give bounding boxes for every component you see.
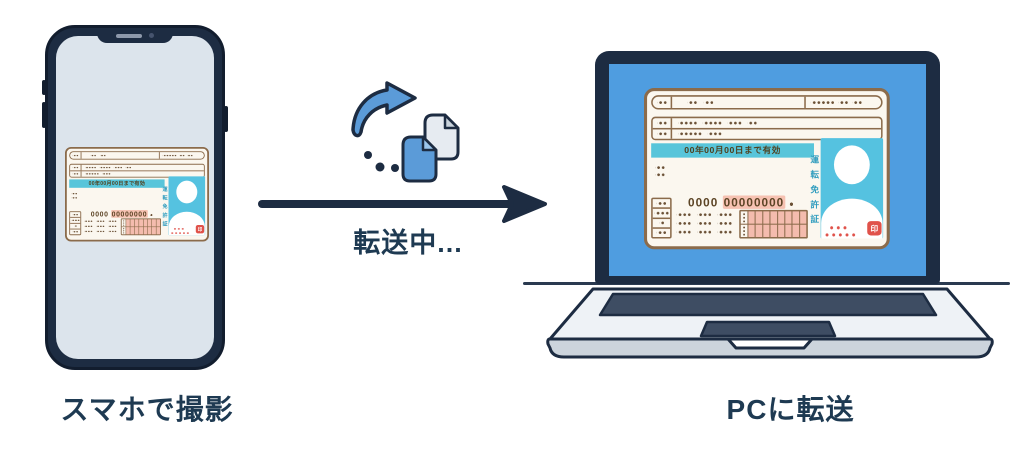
- card-address-label-box: [70, 164, 82, 171]
- transfer-files-icon: [351, 81, 460, 183]
- transfer-status-label: 転送中...: [353, 228, 463, 258]
- label-cell: [652, 227, 671, 237]
- left-label-column: [651, 197, 672, 239]
- condition-dots: [71, 195, 77, 200]
- class-dots-row: [84, 220, 117, 223]
- grid-label-cell: [121, 227, 126, 235]
- card-birthdate-dots: [804, 96, 881, 108]
- drivers-license-card: 00年00月00日まで有効 運転免許証 0000 00000000 印: [65, 147, 209, 242]
- card-address-rows: [651, 116, 883, 141]
- phone-volume-button: [42, 102, 46, 128]
- laptop-display: 00年00月00日まで有効 運転免許証 0000 00000000 印: [595, 51, 940, 284]
- phone-screen: 00年00月00日まで有効 運転免許証 0000 00000000 印: [56, 36, 214, 359]
- commission-dots: [822, 230, 857, 239]
- class-dots-row: [676, 221, 732, 226]
- card-name-label-box: [653, 96, 673, 108]
- card-issue-dots: [678, 132, 722, 136]
- commission-dots: [827, 223, 848, 232]
- validity-band: 00年00月00日まで有効: [651, 143, 814, 158]
- card-name-row: [69, 151, 205, 160]
- card-name-dots: [90, 154, 106, 157]
- card-address-row: [70, 164, 204, 171]
- card-issue-label-box: [70, 171, 82, 177]
- condition-dots: [655, 170, 665, 179]
- card-issue-row: [70, 170, 204, 177]
- number-end-dot: [150, 213, 153, 217]
- commission-dots: [172, 226, 185, 231]
- class-dots-row: [676, 212, 732, 217]
- laptop-license-photo: 00年00月00日まで有効 運転免許証 0000 00000000 印: [644, 88, 890, 250]
- label-cell: [653, 199, 670, 207]
- condition-dots: [655, 163, 665, 172]
- file-front-icon: [401, 135, 438, 183]
- card-name-label-box: [70, 152, 82, 159]
- card-issue-label-box: [653, 129, 673, 139]
- trail-dot: [375, 162, 385, 172]
- phone-license-photo: 00年00月00日まで有効 運転免許証 0000 00000000 印: [65, 147, 210, 242]
- pc-caption: PCに転送: [726, 394, 855, 425]
- license-vertical-title: 運転免許証: [808, 154, 819, 230]
- license-number-highlight: 00000000: [111, 210, 148, 218]
- phone-power-button: [224, 106, 228, 132]
- speaker-icon: [116, 33, 142, 38]
- red-seal-stamp: 印: [867, 221, 882, 236]
- right-arrow-icon: [258, 185, 547, 223]
- label-cell: [70, 216, 81, 223]
- license-number: 0000 00000000: [688, 195, 794, 210]
- curved-arrow-icon: [351, 81, 417, 138]
- number-end-dot: [789, 202, 794, 207]
- grid-label-cell: [121, 219, 126, 227]
- label-cell: [70, 228, 81, 235]
- trail-dot: [364, 151, 372, 159]
- license-number: 0000 00000000: [91, 210, 153, 218]
- license-number-prefix: 0000: [90, 210, 109, 218]
- grid-label-cell: [740, 211, 748, 224]
- laptop-keyboard: [598, 292, 938, 317]
- laptop-bottom-edge: [546, 337, 994, 359]
- red-seal-stamp: 印: [195, 225, 205, 234]
- class-dots-row: [84, 225, 117, 228]
- silhouette-head: [833, 145, 870, 185]
- label-cell: [652, 217, 671, 227]
- commission-dots: [169, 230, 190, 235]
- trail-dot: [391, 164, 399, 172]
- validity-band: 00年00月00日まで有効: [69, 179, 165, 188]
- left-label-column: [69, 211, 82, 236]
- card-name-dots: [687, 100, 714, 105]
- card-name-row: [651, 95, 883, 110]
- card-issue-row: [652, 127, 882, 139]
- label-cell: [652, 207, 671, 217]
- card-birthdate-dots: [158, 152, 204, 159]
- license-class-grid: [120, 218, 161, 236]
- class-dots-row: [676, 230, 732, 234]
- card-address-dots: [678, 121, 757, 125]
- label-cell: [70, 222, 81, 229]
- phone-volume-button: [42, 80, 46, 95]
- silhouette-head: [176, 180, 198, 204]
- laptop-trackpad: [699, 320, 837, 338]
- card-address-dots: [85, 166, 131, 169]
- label-cell: [70, 212, 80, 217]
- license-class-grid: [739, 209, 808, 239]
- card-address-row: [653, 118, 881, 128]
- laptop-base: [546, 287, 994, 359]
- phone-caption: スマホで撮影: [60, 394, 234, 425]
- phone-notch: [97, 28, 173, 43]
- drivers-license-card: 00年00月00日まで有効 運転免許証 0000 00000000 印: [644, 88, 890, 250]
- class-dots-row: [84, 230, 117, 233]
- card-address-label-box: [653, 118, 673, 128]
- license-number-highlight: 00000000: [722, 195, 786, 209]
- camera-icon: [149, 33, 154, 38]
- card-issue-dots: [85, 172, 111, 175]
- condition-dots: [71, 191, 77, 196]
- grid-label-cell: [740, 224, 748, 237]
- license-number-prefix: 0000: [688, 195, 719, 209]
- laptop-screen: 00年00月00日まで有効 運転免許証 0000 00000000 印: [609, 64, 926, 276]
- license-vertical-title: 運転免許証: [161, 186, 168, 230]
- smartphone: 00年00月00日まで有効 運転免許証 0000 00000000 印: [42, 25, 228, 370]
- card-address-rows: [69, 163, 205, 178]
